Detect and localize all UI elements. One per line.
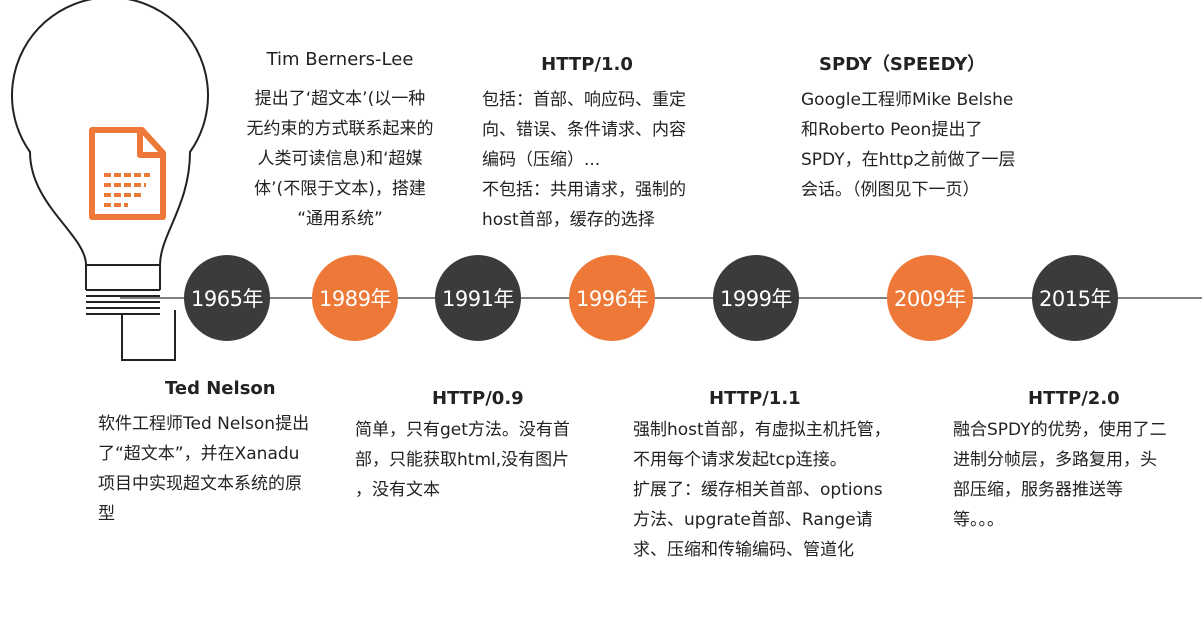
lightbulb-icon xyxy=(11,0,209,361)
event-http10: HTTP/1.0 包括：首部、响应码、重定 向、错误、条件请求、内容 编码（压缩… xyxy=(482,53,732,235)
document-icon xyxy=(89,127,166,220)
year-node-1991: 1991年 xyxy=(435,255,521,341)
event-spdy: SPDY（SPEEDY） Google工程师Mike Belshe 和Rober… xyxy=(801,53,1061,205)
event-title: Tim Berners-Lee xyxy=(266,49,414,70)
year-node-2015: 2015年 xyxy=(1032,255,1118,341)
event-tim-berners-lee: Tim Berners-Lee 提出了‘超文本’(以一种 无约束的方式联系起来的… xyxy=(215,48,465,234)
event-title: HTTP/2.0 xyxy=(1028,388,1120,409)
event-ted-nelson: Ted Nelson 软件工程师Ted Nelson提出 了“超文本”，并在Xa… xyxy=(98,377,348,529)
year-node-1965: 1965年 xyxy=(184,255,270,341)
event-title: SPDY（SPEEDY） xyxy=(819,54,986,75)
event-description: Google工程师Mike Belshe 和Roberto Peon提出了 SP… xyxy=(801,90,1016,200)
year-node-2009: 2009年 xyxy=(887,255,973,341)
event-http20: HTTP/2.0 融合SPDY的优势，使用了二 进制分帧层，多路复用，头 部压缩… xyxy=(953,387,1201,535)
event-http11: HTTP/1.1 强制host首部，有虚拟主机托管， 不用每个请求发起tcp连接… xyxy=(633,387,933,565)
event-title: HTTP/0.9 xyxy=(432,388,524,409)
event-description: 包括：首部、响应码、重定 向、错误、条件请求、内容 编码（压缩）... 不包括：… xyxy=(482,90,686,230)
event-description: 软件工程师Ted Nelson提出 了“超文本”，并在Xanadu 项目中实现超… xyxy=(98,414,310,524)
year-node-1989: 1989年 xyxy=(312,255,398,341)
year-node-1999: 1999年 xyxy=(713,255,799,341)
year-node-1996: 1996年 xyxy=(569,255,655,341)
event-title: HTTP/1.1 xyxy=(709,388,801,409)
event-title: Ted Nelson xyxy=(165,378,276,399)
event-title: HTTP/1.0 xyxy=(541,54,633,75)
event-description: 提出了‘超文本’(以一种 无约束的方式联系起来的 人类可读信息)和‘超媒 体’(… xyxy=(246,89,434,229)
event-http09: HTTP/0.9 简单，只有get方法。没有首 部，只能获取html,没有图片 … xyxy=(355,387,605,505)
event-description: 强制host首部，有虚拟主机托管， 不用每个请求发起tcp连接。 扩展了：缓存相… xyxy=(633,420,891,560)
event-description: 简单，只有get方法。没有首 部，只能获取html,没有图片 ，没有文本 xyxy=(355,420,570,500)
event-description: 融合SPDY的优势，使用了二 进制分帧层，多路复用，头 部压缩，服务器推送等 等… xyxy=(953,420,1167,530)
